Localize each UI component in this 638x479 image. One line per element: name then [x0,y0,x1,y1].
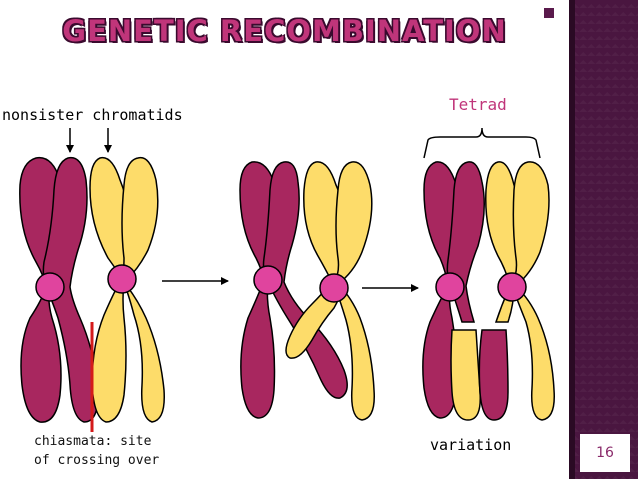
nonsister-chromatids-label: nonsister chromatids [2,106,183,124]
centromere [435,272,465,302]
stage-1 [19,156,165,423]
variation-label: variation [430,436,512,454]
side-bar [569,0,638,479]
page-number: 16 [580,434,630,472]
chromatid-yellow-2-lower [450,329,481,421]
chromatid-maroon-2 [42,156,99,423]
centromere [319,273,349,303]
chromatid-maroon-1-lower [478,329,509,421]
chiasmata-label-line-1: chiasmata: site [34,434,152,449]
centromere [107,264,137,294]
chiasmata-label: chiasmata: site of crossing over [34,432,159,470]
stage-3 [422,161,555,421]
slide-title: GENETIC RECOMBINATION [62,14,507,48]
centromere [35,272,65,302]
chromatid-yellow-2 [121,156,165,423]
tetrad-label: Tetrad [449,95,507,114]
chromatid-yellow-2 [333,161,375,421]
stage-2 [239,161,375,421]
side-bar-pattern [575,0,638,479]
chromatid-maroon-2 [262,161,348,399]
chromatid-yellow-2 [511,161,555,421]
corner-decoration [544,8,554,18]
chiasmata-label-line-2: of crossing over [34,453,160,468]
side-bar-stripe [569,0,575,479]
tetrad-brace-icon [423,127,541,159]
centromere [497,272,527,302]
centromere [253,265,283,295]
